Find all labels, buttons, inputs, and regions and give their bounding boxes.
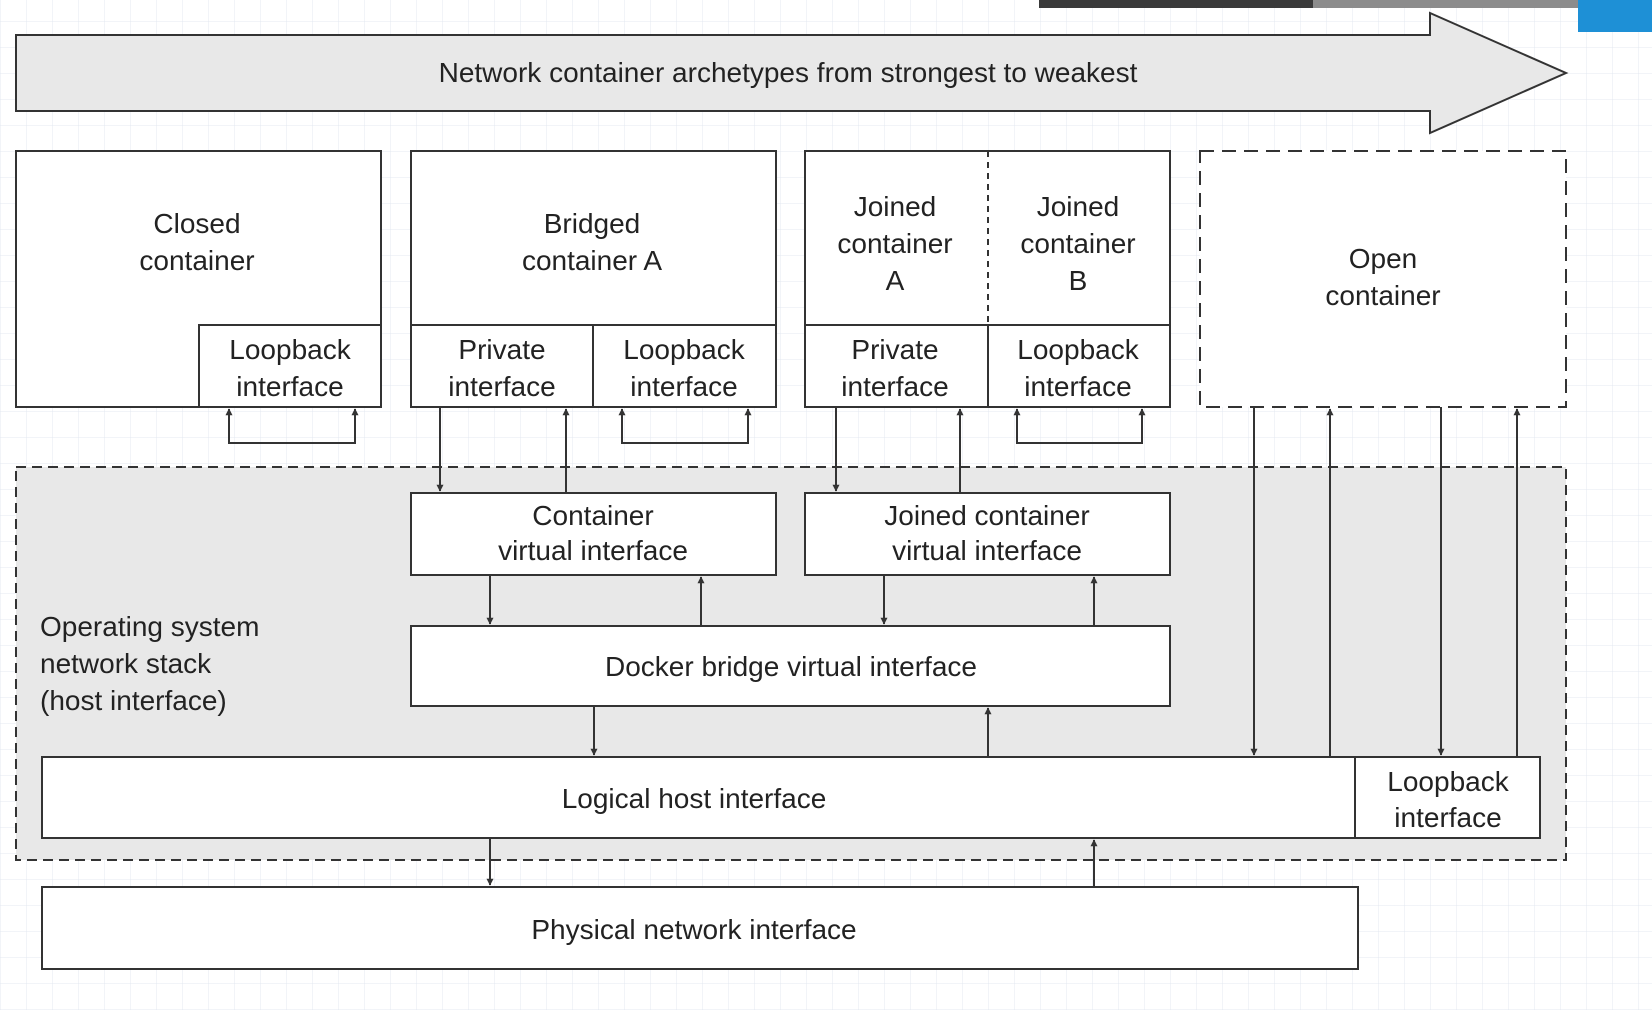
bridged-private-label-2: interface <box>448 371 555 402</box>
bridged-container-label: Bridged <box>544 208 641 239</box>
joined-virtual-label-2: virtual interface <box>892 535 1082 566</box>
os-stack-label-2: network stack <box>40 648 212 679</box>
docker-bridge-box <box>410 625 1171 707</box>
docker-bridge-label: Docker bridge virtual interface <box>605 651 977 682</box>
banner-arrow <box>15 11 1569 135</box>
joined-private-label: Private <box>851 334 938 365</box>
logical-host-label: Logical host interface <box>562 783 827 814</box>
bridged-loopback-loop <box>618 408 752 444</box>
closed-loopback-label-2: interface <box>236 371 343 402</box>
joined-b-label: Joined <box>1037 191 1120 222</box>
joined-b-label-2: container <box>1020 228 1135 259</box>
container-virtual-interface-box <box>410 492 777 576</box>
logical-host-interface-box <box>41 756 1356 839</box>
physical-network-label: Physical network interface <box>531 914 856 945</box>
joined-a-label-3: A <box>886 265 905 296</box>
container-virtual-label: Container <box>532 500 653 531</box>
top-bar-dark <box>1039 0 1313 8</box>
joined-loopback-label-2: interface <box>1024 371 1131 402</box>
joined-private-label-2: interface <box>841 371 948 402</box>
closed-loopback-label: Loopback <box>229 334 351 365</box>
host-loopback-label-2: interface <box>1394 802 1501 833</box>
host-loopback-label: Loopback <box>1387 766 1509 797</box>
physical-network-interface-box <box>41 886 1359 970</box>
os-stack-label: Operating system <box>40 611 259 642</box>
joined-a-label-2: container <box>837 228 952 259</box>
closed-loopback-loop <box>225 408 359 444</box>
banner-title: Network container archetypes from strong… <box>439 57 1138 88</box>
closed-loopback-box <box>198 324 382 408</box>
open-container-label-2: container <box>1325 280 1440 311</box>
joined-loopback-loop <box>1013 408 1146 444</box>
os-stack-label-3: (host interface) <box>40 685 227 716</box>
joined-b-label-3: B <box>1069 265 1088 296</box>
container-virtual-label-2: virtual interface <box>498 535 688 566</box>
bridged-loopback-label: Loopback <box>623 334 745 365</box>
closed-container-label-2: container <box>139 245 254 276</box>
top-bar-gray <box>1313 0 1578 8</box>
open-container-label: Open <box>1349 243 1418 274</box>
open-container-box <box>1199 150 1567 408</box>
top-bar-blue <box>1578 0 1652 32</box>
bridged-container-label-2: container A <box>522 245 662 276</box>
joined-loopback-label: Loopback <box>1017 334 1139 365</box>
joined-a-label: Joined <box>854 191 937 222</box>
bridged-loopback-label-2: interface <box>630 371 737 402</box>
bridged-private-label: Private <box>458 334 545 365</box>
joined-virtual-interface-box <box>804 492 1171 576</box>
closed-container-label: Closed <box>153 208 240 239</box>
joined-virtual-label: Joined container <box>884 500 1089 531</box>
host-loopback-box <box>1354 756 1541 839</box>
